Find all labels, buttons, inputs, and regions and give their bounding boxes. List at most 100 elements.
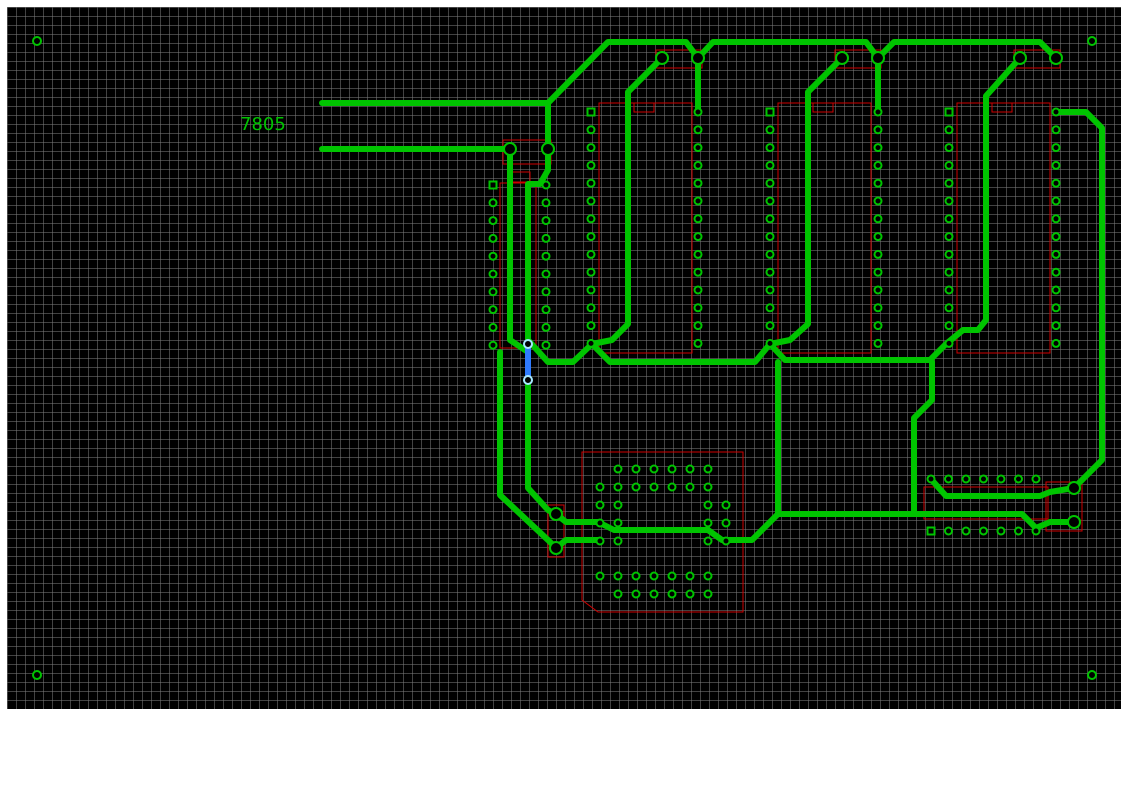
ic4-pin (944, 196, 954, 206)
header-pin (961, 474, 971, 484)
header-pin (996, 526, 1006, 536)
right-cap-outline (1045, 481, 1083, 532)
header-pin (961, 526, 971, 536)
ic3-pin (873, 160, 883, 170)
ic3-pin (873, 125, 883, 135)
plcc-pad (667, 464, 677, 474)
ic2-pin (693, 267, 703, 277)
ic4-pin (944, 107, 954, 117)
large-pad (835, 51, 849, 65)
ic4-pin (1051, 285, 1061, 295)
ic2-pin (586, 232, 596, 242)
ic3-pin (873, 214, 883, 224)
trace-right-loop (927, 109, 1105, 499)
ic4-pin (944, 143, 954, 153)
header-pin (1014, 474, 1023, 484)
via-bottom (523, 375, 533, 385)
ic2-pin (586, 107, 596, 117)
large-pad (1067, 515, 1081, 529)
ic1-pin (541, 322, 551, 332)
plcc-pad (649, 464, 659, 474)
plcc-pad (649, 589, 659, 599)
ic1-pin (488, 180, 498, 190)
ic2-pin (586, 285, 596, 295)
ic3-pin (873, 321, 883, 331)
header-pin (1031, 526, 1041, 536)
ic4-pin (944, 125, 954, 135)
traces-layer (319, 39, 1105, 551)
plcc-pad (685, 589, 695, 599)
header-pin (1031, 474, 1041, 484)
ic4-notch (991, 102, 1013, 113)
ic2-pin (586, 178, 596, 188)
ic2-pin (693, 321, 703, 331)
header-pin (944, 526, 953, 536)
ic3-pin (765, 214, 775, 224)
plcc-pad (613, 571, 623, 581)
ic3-pin (765, 321, 775, 331)
ic3-pin (765, 178, 775, 188)
ic3-pin (873, 249, 883, 259)
plcc-pad (667, 589, 677, 599)
ic4-pin (1051, 249, 1061, 259)
ic2-pin (586, 303, 596, 313)
ic3-pin (765, 285, 775, 295)
ic3-pin (765, 160, 775, 170)
plcc-pad (721, 500, 731, 510)
bus-trace-a (525, 55, 1023, 365)
large-pad (655, 51, 669, 65)
plcc-pad (595, 536, 605, 546)
plcc-pad (703, 500, 713, 510)
ic3-pin (765, 196, 775, 206)
ic2-pin (586, 196, 596, 206)
plcc-pad (613, 500, 623, 510)
left-cap-outline (547, 504, 565, 558)
ic2-pin (693, 196, 703, 206)
header-pin (979, 526, 988, 536)
ic4-pin (944, 267, 954, 277)
header-pin (926, 474, 936, 484)
plcc-pad (595, 500, 605, 510)
ic2-pin (586, 143, 596, 153)
ic2-pin (586, 160, 596, 170)
ic3-pin (873, 285, 883, 295)
ic3-pin (873, 107, 883, 117)
ic3-pin (765, 267, 775, 277)
ic4-pin (944, 303, 954, 313)
ic1-pin (541, 198, 551, 208)
ic4-pin (1051, 338, 1061, 348)
plcc-pad (613, 536, 623, 546)
ic3-pin (765, 107, 775, 117)
ic4-pin (944, 249, 954, 259)
plcc-pad (703, 464, 713, 474)
large-pad (871, 51, 885, 65)
header-pin (926, 526, 936, 536)
large-pad (691, 51, 705, 65)
ic2-pin (586, 125, 596, 135)
ic3-pin (873, 178, 883, 188)
ic1-pin (541, 251, 551, 261)
ic1-pin (488, 251, 498, 261)
ic3-pin (873, 338, 883, 348)
ic1-pin (488, 216, 498, 226)
ic4-pin (1051, 107, 1061, 117)
ic1-pin (541, 216, 551, 226)
ic3-pin (873, 303, 883, 313)
ic1-pin (488, 233, 498, 243)
ic3-pin (765, 338, 775, 348)
trace-ic3-side (767, 55, 845, 347)
plcc-pad (649, 571, 659, 581)
plcc-pad (631, 589, 641, 599)
plcc-pad (613, 589, 623, 599)
ic2-pin (693, 178, 703, 188)
ic4-pin (944, 214, 954, 224)
mounting-hole (1087, 670, 1097, 680)
regulator-label: 7805 (240, 114, 286, 135)
ic4-pin (1051, 303, 1061, 313)
ic4-pin (944, 285, 954, 295)
ic2-pin (693, 338, 703, 348)
trace-plcc-link (553, 359, 935, 543)
ic4-pin (1051, 143, 1061, 153)
via-link (523, 339, 533, 385)
